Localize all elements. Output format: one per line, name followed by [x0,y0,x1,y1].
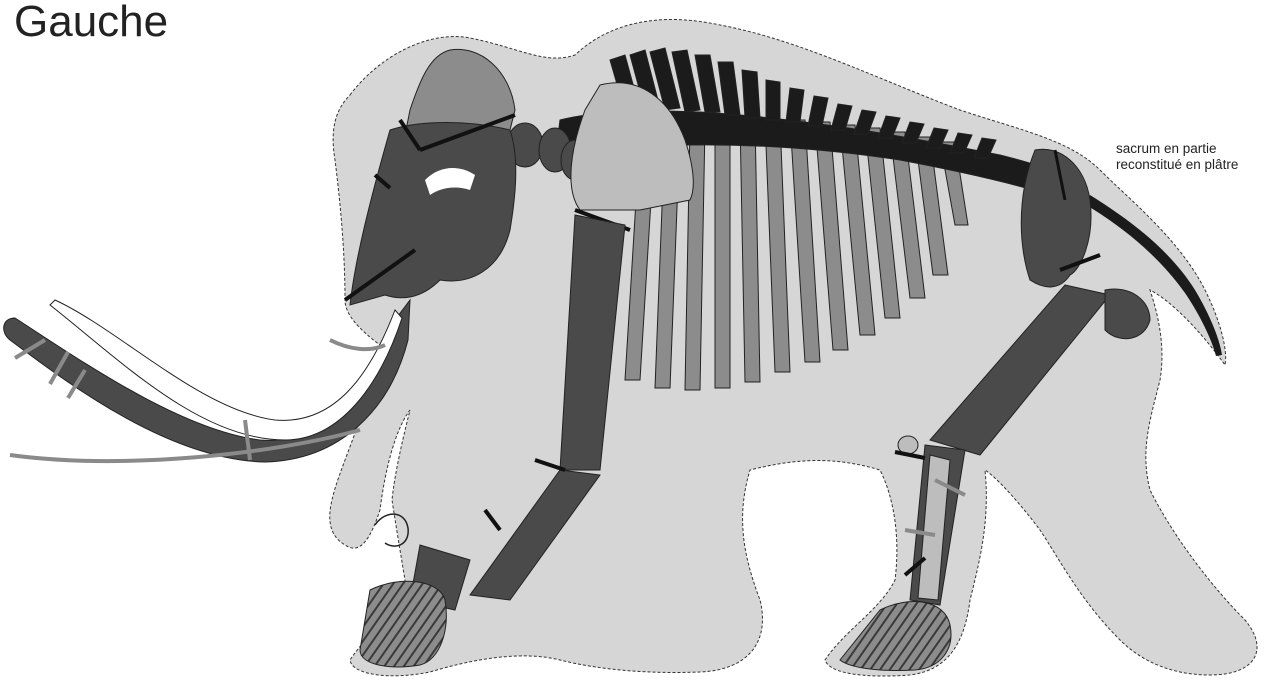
left-tusk [4,300,410,462]
front-foot [360,581,446,667]
